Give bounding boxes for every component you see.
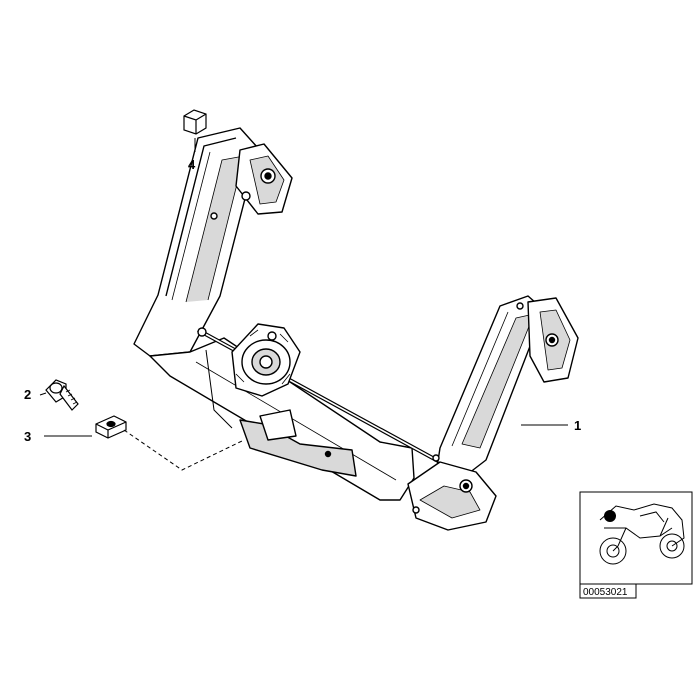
leader-lines — [39, 392, 568, 471]
reference-number: 00053021 — [583, 587, 628, 598]
seat-location-highlight — [604, 510, 616, 522]
callout-2: 2 — [24, 387, 31, 402]
callout-4: 4 — [188, 157, 196, 172]
part-3-clip-nut — [95, 415, 127, 439]
part-4-buffer — [183, 109, 207, 152]
motorcycle-thumbnail-icon — [599, 503, 685, 565]
reference-thumbnail: 00053021 — [579, 491, 693, 599]
callout-3: 3 — [24, 429, 31, 444]
frame-assembly — [133, 127, 579, 531]
part-2-screw — [45, 379, 79, 411]
callout-1: 1 — [574, 418, 581, 433]
